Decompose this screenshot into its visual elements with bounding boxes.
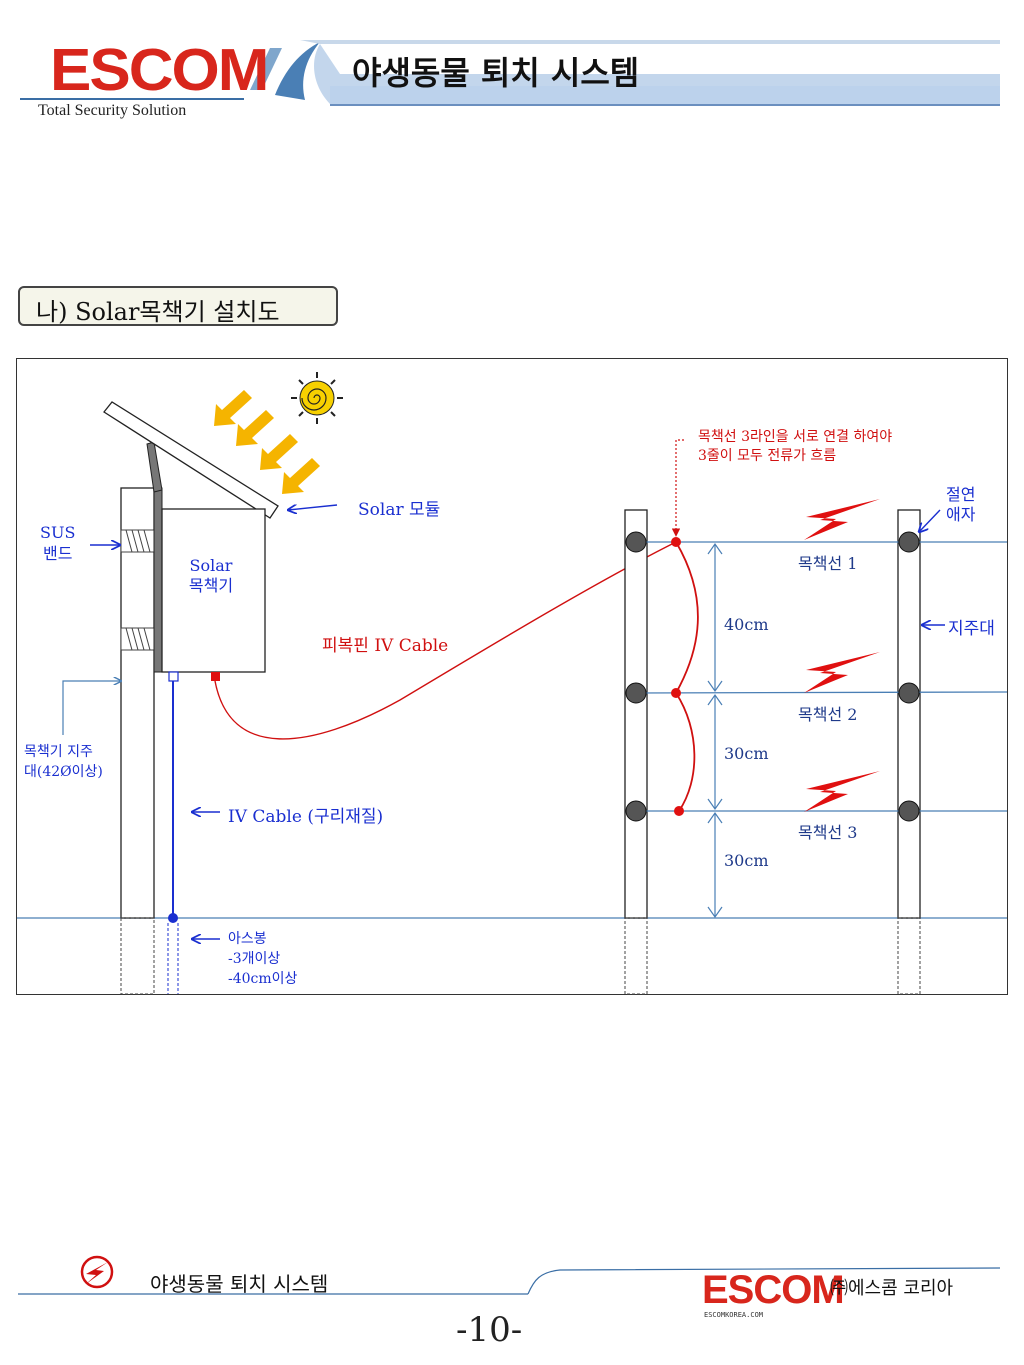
- solar-module-label: Solar 모듈: [358, 500, 441, 520]
- covered-cable-label: 피복핀 IV Cable: [322, 636, 449, 656]
- spacing-2-label: 30cm: [724, 744, 769, 763]
- section-title: 나) Solar목책기 설치도: [36, 298, 280, 326]
- solar-panel: [103, 401, 279, 519]
- spacing-3-label: 30cm: [724, 851, 769, 870]
- energizer-box: [161, 508, 266, 673]
- fence-post-left: [624, 509, 648, 919]
- wire-1-label: 목책선 1: [798, 554, 858, 573]
- footer-company: ㈜에스콤 코리아: [830, 1278, 954, 1299]
- fence-wires: [635, 541, 1008, 812]
- section-title-box: [18, 286, 338, 326]
- installation-diagram: [16, 358, 1008, 995]
- fence-post-right: [897, 509, 921, 919]
- bolt-badge-icon: [80, 1255, 114, 1289]
- spacing-1-label: 40cm: [724, 615, 769, 634]
- tagline: Total Security Solution: [38, 102, 187, 119]
- energizer-post: [120, 487, 155, 919]
- lightning-bolt-icon: [804, 499, 880, 812]
- wire-2-label: 목책선 2: [798, 705, 858, 724]
- footer-logo: ESCOM: [702, 1268, 845, 1312]
- footer-lines: [18, 1255, 1001, 1295]
- wire-3-label: 목책선 3: [798, 823, 858, 842]
- footer-title: 야생동물 퇴치 시스템: [150, 1272, 329, 1296]
- footer-url: ESCOMKOREA.COM: [704, 1311, 764, 1319]
- iv-cable-label: IV Cable (구리재질): [228, 807, 384, 827]
- support-post-label: 지주대: [948, 619, 995, 639]
- sunlight-arrow-icon: [214, 390, 320, 494]
- ground-rod-label: 아스봉-3개이상-40cm이상: [228, 931, 298, 987]
- insulator: [625, 531, 920, 822]
- page-number: -10-: [456, 1310, 523, 1350]
- header-swoosh: [20, 40, 1000, 106]
- jumper-wire: [674, 541, 699, 812]
- diagram-graphics: [17, 372, 1008, 995]
- covered-cable: [214, 541, 677, 740]
- escom-logo: ESCOM: [50, 37, 269, 104]
- page-title: 야생동물 퇴치 시스템: [352, 54, 640, 92]
- sun-icon: [291, 372, 343, 424]
